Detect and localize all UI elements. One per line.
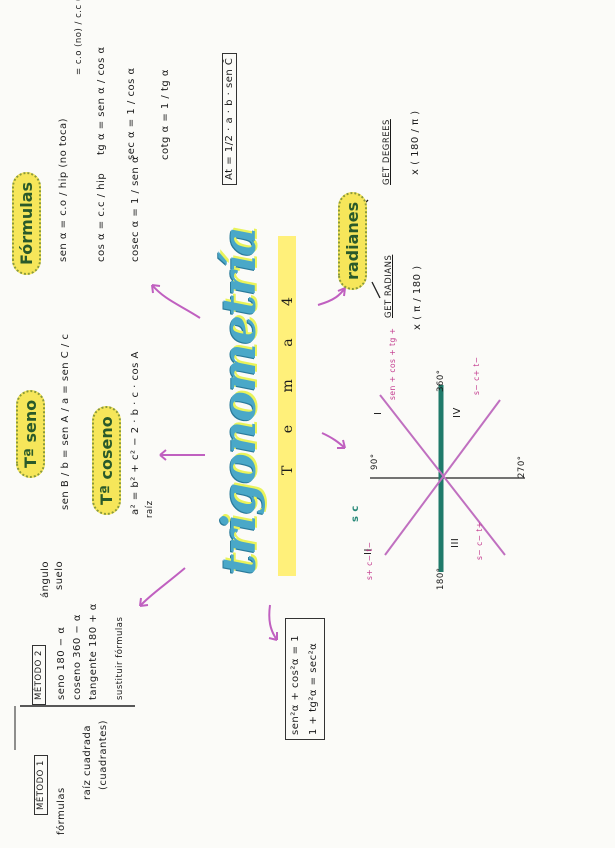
teorema-coseno-note: raíz: [145, 500, 155, 518]
deg-270: 270°: [517, 455, 527, 478]
tema-label: T e m a 4: [280, 283, 296, 475]
metodo1-step3: (cuadrantes): [98, 720, 109, 790]
teorema-seno-formula: sen B / b = sen A / a = sen C / c: [60, 333, 71, 510]
tema-highlight: [278, 236, 296, 576]
arrow-to-cuadrantes: [321, 432, 346, 449]
formulas-label: Fórmulas: [12, 171, 41, 275]
arrow-to-identidades: [268, 604, 278, 641]
formula-tg: tg α = sen α / cos α: [96, 46, 107, 155]
formula-cos: cos α = c.c / hip: [96, 172, 107, 262]
sc-label: s c: [350, 505, 361, 522]
angulo-label: ángulo: [40, 560, 51, 598]
metodo1-step2: raíz cuadrada: [82, 725, 93, 800]
diag-1: [379, 394, 506, 556]
formula-cotg: cotg α = 1 / tg α: [160, 68, 171, 160]
deg-180: 180°: [436, 567, 446, 590]
teorema-coseno-formula: a² = b² + c² − 2 · b · c · cos A: [130, 351, 141, 515]
diag-2: [384, 399, 501, 556]
metodo2-step2: coseno 360 − α: [72, 613, 83, 700]
teorema-seno-label: Tª seno: [16, 389, 45, 478]
quadrant-III: III: [450, 537, 461, 548]
radianes-label: radianes: [338, 191, 367, 290]
formula-ccc: = c.o (no) / c.c (sí): [74, 0, 84, 75]
identidad-1: sen²α + cos²α = 1: [290, 634, 301, 735]
arrow-to-formulas: [151, 284, 201, 319]
quadrant-II-signs: s+ c− t−: [365, 541, 374, 580]
identidad-2: 1 + tg²α = sec²α: [308, 642, 319, 735]
quadrant-I-signs: sen + cos + tg +: [388, 327, 397, 400]
quadrant-IV-signs: s− c+ t−: [472, 356, 481, 395]
metodo2-step3: tangente 180 + α: [88, 603, 99, 700]
suelo-label: suelo: [54, 560, 65, 590]
quadrant-I: I: [373, 411, 384, 415]
formula-cosec: cosec α = 1 / sen α: [130, 155, 141, 262]
formula-sen: sen α = c.o / hip (no toca): [58, 118, 69, 262]
degrees-factor: x ( 180 / π ): [410, 110, 421, 175]
radians-factor: x ( π / 180 ): [412, 265, 423, 330]
get-radians-label: GET RADIANS: [384, 254, 394, 318]
metodo2-step4: sustituir fórmulas: [115, 616, 125, 700]
arrow-to-radianes: [317, 287, 346, 306]
main-title: trigonometría: [212, 227, 266, 575]
metodo2-label: MÉTODO 2: [32, 645, 46, 705]
quadrant-IV: IV: [452, 407, 463, 418]
get-degrees-label: GET DEGREES: [382, 119, 392, 185]
deg-90: 90°: [370, 453, 380, 470]
area-formula: At = 1/2 · a · b · sen Ĉ: [222, 52, 237, 185]
teorema-coseno-label: Tª coseno: [92, 406, 121, 515]
deg-360: 360°: [436, 369, 446, 392]
metodo2-step1: seno 180 − α: [56, 626, 67, 700]
quadrant-III-signs: s− c− t+: [475, 521, 484, 560]
metodo1-step1: fórmulas: [56, 787, 67, 835]
arrow-to-metodos: [139, 567, 186, 607]
formula-sec: sec α = 1 / cos α: [126, 67, 137, 160]
identidades-box: sen²α + cos²α = 1 1 + tg²α = sec²α: [285, 618, 325, 740]
metodo1-label: MÉTODO 1: [34, 755, 48, 815]
